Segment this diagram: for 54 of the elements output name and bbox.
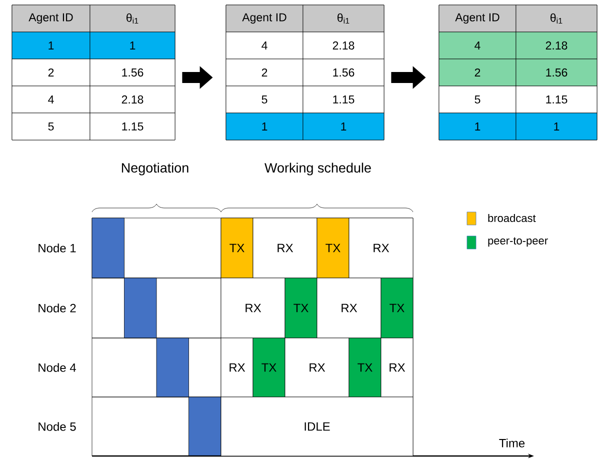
schedule-cell: RX [380,338,414,398]
table-cell: 1 [438,112,516,140]
schedule-cell: RX [220,338,254,398]
row-label: Node 4 [38,363,76,372]
table-cell: 4 [438,32,516,60]
table-cell: 1 [302,112,384,140]
table-cell: 1.15 [90,112,176,140]
schedule-cell: TX [252,338,286,398]
data-table [12,4,176,140]
table-cell: 2.18 [302,32,384,60]
table-cell: 1.15 [516,86,598,114]
table-cell: 2.18 [516,32,598,60]
table-cell: θ$_{i1}$ [90,4,176,32]
phase-label: Working schedule [264,162,371,176]
table-cell: 1 [516,112,598,140]
row-label: Node 1 [38,244,76,252]
legend-label: peer-to-peer [488,237,548,247]
table-cell: 4 [226,32,304,60]
schedule-cell: TX [316,218,350,278]
schedule-cell: TX [348,338,382,398]
table-cell: 1.56 [302,58,384,86]
schedule-cell: RX [252,218,318,278]
table-cell: Agent ID [12,4,90,32]
legend-label: broadcast [488,214,536,222]
table-cell: 1.15 [302,86,384,114]
table-cell: 5 [12,112,90,140]
axis-label: Time [499,438,525,448]
row-label: Node 2 [38,304,76,312]
schedule-cell: TX [380,278,414,338]
table-cell: 1.56 [90,58,176,86]
schedule-cell: RX [316,278,382,338]
schedule-cell: TX [284,278,318,338]
table-cell: 5 [438,86,516,114]
schedule-cell: TX [220,218,254,278]
table-cell: 4 [12,86,90,114]
schedule-cell: RX [348,218,414,278]
table-cell: 1.56 [516,58,598,86]
table-cell: 1 [12,32,90,60]
table-cell: θ$_{i1}$ [302,4,384,32]
table-cell: 1 [226,112,304,140]
phase-label: Negotiation [122,162,188,176]
table-cell: 2 [438,58,516,86]
data-table [226,4,384,140]
table-cell: 1 [90,32,176,60]
table-cell: θ$_{i1}$ [516,4,598,32]
data-table [438,4,598,140]
table-cell: 2 [12,58,90,86]
row-label: Node 5 [38,422,76,431]
table-cell: Agent ID [438,4,516,32]
table-cell: Agent ID [226,4,304,32]
table-cell: 2.18 [90,86,176,114]
schedule-cell: RX [284,338,350,398]
table-cell: 5 [226,86,304,114]
table-cell: 2 [226,58,304,86]
